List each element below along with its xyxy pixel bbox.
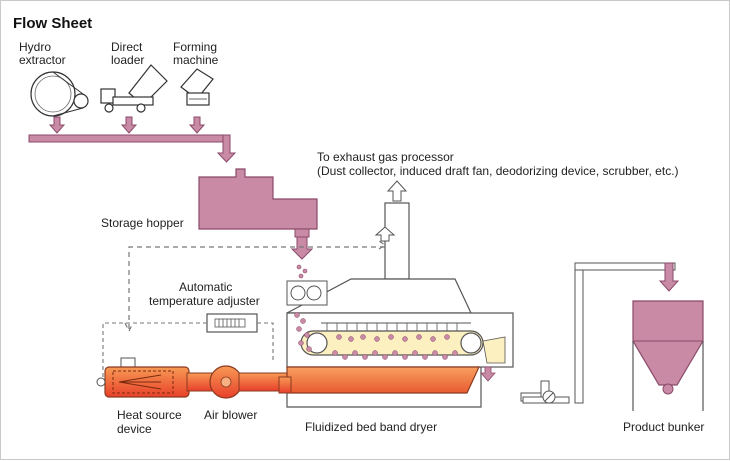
hydro-label-2: extractor — [19, 53, 66, 67]
falling-material — [296, 264, 308, 279]
forming-label-1: Forming — [173, 40, 217, 54]
hydro-extractor — [30, 71, 89, 117]
control-signal-lines — [102, 322, 274, 381]
heat-source-device — [96, 357, 190, 398]
return-arrow-icon — [374, 226, 396, 242]
dryer-label: Fluidized bed band dryer — [305, 420, 437, 434]
exhaust-label-2: (Dust collector, induced draft fan, deod… — [317, 164, 679, 178]
forming-label-2: machine — [173, 53, 219, 67]
direct-label-1: Direct — [111, 40, 143, 54]
exhaust-label-1: To exhaust gas processor — [317, 150, 454, 164]
auto-temp-label-2: temperature adjuster — [149, 294, 260, 308]
storage-hopper-label: Storage hopper — [101, 216, 184, 230]
forming-machine — [180, 68, 214, 106]
collector-conveyor — [28, 134, 237, 163]
heat-source-label-1: Heat source — [117, 408, 182, 422]
circulation-duct — [124, 240, 387, 333]
direct-loader-truck — [100, 64, 168, 113]
storage-hopper — [198, 168, 318, 260]
air-blower-label: Air blower — [204, 408, 257, 422]
product-conveyor — [520, 262, 680, 404]
exhaust-arrow-icon — [386, 180, 408, 202]
fluidized-bed-band-dryer — [278, 280, 514, 408]
diagram-title: Flow Sheet — [13, 15, 92, 32]
auto-temp-label-1: Automatic — [179, 280, 232, 294]
product-bunker-label: Product bunker — [623, 420, 704, 434]
product-bunker — [632, 300, 704, 411]
air-blower — [186, 365, 290, 399]
feed-arrows — [48, 116, 206, 134]
discharge-arrow-icon — [480, 366, 496, 382]
hydro-label-1: Hydro — [19, 40, 51, 54]
heat-source-label-2: device — [117, 422, 152, 436]
direct-label-2: loader — [111, 53, 144, 67]
temperature-adjuster-panel — [206, 313, 258, 333]
